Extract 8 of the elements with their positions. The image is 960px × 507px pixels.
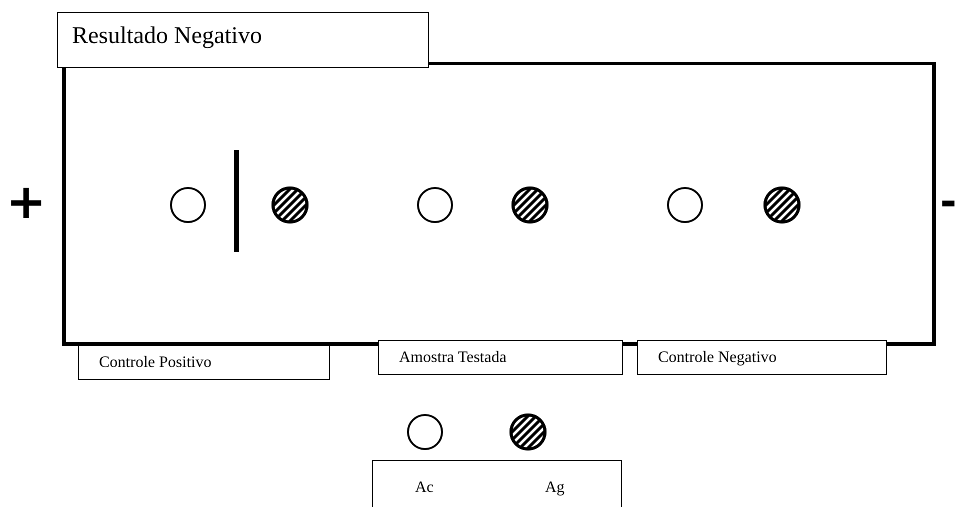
legend-text: Ag xyxy=(545,479,565,497)
label-box: Controle Positivo xyxy=(78,345,330,380)
label-box: Controle Negativo xyxy=(637,340,887,375)
title-box: Resultado Negativo xyxy=(57,12,429,68)
plus-sign: + xyxy=(6,178,46,226)
minus-sign: - xyxy=(940,182,957,222)
label-box: Amostra Testada xyxy=(378,340,623,375)
legend-text: Ac xyxy=(415,479,434,497)
